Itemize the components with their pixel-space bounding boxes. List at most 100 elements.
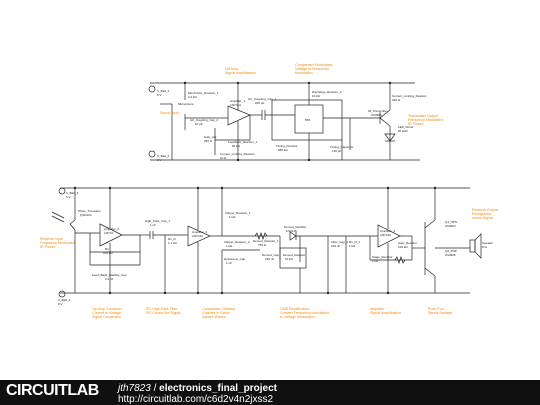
note-hp-filter-2: RC Cleans the Signal <box>146 311 181 315</box>
author-name[interactable]: jth7823 <box>118 383 151 394</box>
v-batt1-value: 9 V <box>157 93 162 97</box>
project-name[interactable]: electronics_final_project <box>159 383 277 394</box>
c-coupling2-name: AC_Coupling_Cap_2 <box>190 118 219 122</box>
c-coupling2-value: 10 µF <box>195 122 203 126</box>
r-hp-value: 1.1 kΩ <box>168 241 178 245</box>
v-batt3-value: 9 V <box>66 195 71 199</box>
r-demod2-name: Demod_Resistor <box>283 253 305 257</box>
note-transmitter-out-1: Transmitter Output <box>408 114 438 118</box>
note-comparator-mod-2: Voltage to Frequency <box>295 67 329 71</box>
q-pnp-name: Q2_PNP <box>445 249 457 253</box>
note-receiver-in-3: IR Pulses <box>40 245 56 249</box>
r-gain2-name: Gain_Resistor <box>398 241 417 245</box>
note-receiver-in-1: Receiver Input <box>40 237 63 241</box>
r-fb2-value: 100 kΩ <box>103 251 113 255</box>
d-demod-value: 1N4148 <box>286 229 297 233</box>
q-npn-value: 2N3904 <box>445 224 456 228</box>
c-coupling1-value: 220 µF <box>255 101 265 105</box>
r-demod-value: 750 Ω <box>258 243 267 247</box>
r-feedback-value: 82 kΩ <box>232 144 241 148</box>
note-comp-cleanup-1: Comparator Cleanup <box>202 307 235 311</box>
v-batt2-name: V_Batt_2 <box>157 154 170 158</box>
v-batt4-value: 9 V <box>58 302 63 306</box>
speaker-value: 8 Ω <box>482 245 488 249</box>
note-transmitter-out-3: IR Pulses <box>408 122 424 126</box>
q-pnp-value: 2N3906 <box>445 253 456 257</box>
r-stage-value: 1 kΩ <box>372 259 379 263</box>
note-comparator-mod-1: Comparator Modulation <box>295 63 333 67</box>
path-separator: / <box>150 383 160 394</box>
note-cmr-demod-2: Convert Frequency modulation <box>280 311 329 315</box>
v-batt3-name: V_Batt_3 <box>66 191 79 195</box>
receiver-wiring <box>51 187 482 298</box>
photo-transistor-name: Photo_Transistor <box>78 209 101 213</box>
q-transmitter-name: IR_Transmitter <box>368 109 388 113</box>
r-timing-name: Timing_Resistor <box>276 144 298 148</box>
photo-transistor-value: QSD124 <box>80 213 92 217</box>
d-demod-name: Demod_Rectifier <box>284 225 306 229</box>
c-fb2-name: Feed_Back_Stability_Cap <box>92 273 127 277</box>
note-pre-amp-2: Signal Amplification <box>225 71 256 75</box>
note-amp-bjt-1: Amplifier <box>370 307 385 311</box>
v-batt2-value: 9 V <box>157 158 162 162</box>
ic-555-label: 555 <box>305 118 310 122</box>
component-labels: V_Batt_1 9 V V_Batt_2 9 V V_Batt_3 9 V V… <box>58 89 493 306</box>
logo-text: CIRCUITLAB <box>6 382 99 399</box>
note-comp-cleanup-2: Crashes in Gains <box>202 311 230 315</box>
circuitlab-logo[interactable]: CIRCUITLAB <box>6 382 99 403</box>
q-npn-name: Q1_NPN <box>445 220 457 224</box>
r-ext-b1-name: Electrolytic_Resistor_1 <box>188 91 219 95</box>
project-url[interactable]: http://circuitlab.com/c6d2v4n2jxss2 <box>118 394 274 405</box>
note-pushpull-1: Push-Pull <box>428 307 444 311</box>
note-opamp-conv-3: Signal Conversion <box>92 315 121 319</box>
r-ext-b1-value: 2.2 kΩ <box>188 95 198 99</box>
note-amp-bjt-2: Signal Amplification <box>370 311 401 315</box>
r-clipper1-value: 1 kΩ <box>229 215 236 219</box>
r-gain-name: Gain_Adj <box>204 135 217 139</box>
r-gain-value: 250 Ω <box>204 139 213 143</box>
r-demod2-value: 10 kΩ <box>285 257 294 261</box>
note-hp-filter-1: RC High Pass Filter <box>146 307 178 311</box>
note-receiver-out-1: Receiver Output <box>472 208 498 212</box>
r-clipper1-name: Clipper_Resistor_1 <box>225 211 251 215</box>
note-cmr-demod-3: to Voltage Modulation <box>280 315 315 319</box>
amplifier2-name: Amplifier_2 <box>104 227 119 231</box>
note-pushpull-2: Sends Speaker <box>428 311 453 315</box>
r-current-lim-name: Current_Limiting_Resistor <box>220 152 255 156</box>
led-ir-value: IR LED <box>398 129 409 133</box>
r-demod-name: Demod_Resistor_1 <box>253 239 279 243</box>
c-demod-name: Demod_Cap <box>262 253 279 257</box>
r-discharge2-name: Discharge_Resistor_2 <box>312 90 342 94</box>
note-pre-amp-1: LM Amp <box>225 67 238 71</box>
junction-dots <box>73 81 437 295</box>
amplifier1-name: Amplifier_1 <box>230 99 245 103</box>
note-transmitter-out-2: Frequency Modulated <box>408 118 443 122</box>
c-filter-value: 100 nF <box>331 244 341 248</box>
c-hysteresis-value: 1 nF <box>226 261 232 265</box>
note-opamp-conv-2: Current to Voltage <box>92 311 121 315</box>
r-discharge2-value: 10 kΩ <box>312 94 321 98</box>
c-timing-name: Timing_Capacitor <box>330 145 353 149</box>
amplifier1-value: LM741A <box>230 103 241 107</box>
note-cmr-demod-1: CMR Rectification <box>280 307 309 311</box>
r-filter-name: R1_R_1 <box>349 240 360 244</box>
r-hp-name: R1_R <box>168 237 177 241</box>
microphone-label: Microphone <box>178 102 194 106</box>
speaker-name: Speaker <box>482 241 493 245</box>
r-fb2-name: R1 <box>105 247 109 251</box>
c-coupling1-name: AC_Coupling_Cap_1 <box>248 97 277 101</box>
led-ir-name: LED_Driver <box>398 125 414 129</box>
c-hp-name: High_Pass_Cap_1 <box>145 219 170 223</box>
amplifier3-value: LM741A <box>192 234 203 238</box>
r-clipper2-name: Clipper_Resistor_2 <box>224 240 250 244</box>
c-hp-value: 1 nF <box>150 223 156 227</box>
amplifier3-name: Amplifier_3 <box>192 230 207 234</box>
r-filter-value: 1 kΩ <box>349 244 356 248</box>
note-receiver-in-2: Frequency Modulated <box>40 241 75 245</box>
transmitter-wiring <box>148 82 420 161</box>
r-feedback-name: Feedback_Resistor_1 <box>228 140 258 144</box>
r-gain2-value: 100 kΩ <box>398 245 408 249</box>
r-led-lim-name: Current_Limiting_Resistor <box>392 94 427 98</box>
amplifier2-value: LM741 <box>104 231 114 235</box>
r-stage-name: Stage_Resistor <box>372 255 393 259</box>
